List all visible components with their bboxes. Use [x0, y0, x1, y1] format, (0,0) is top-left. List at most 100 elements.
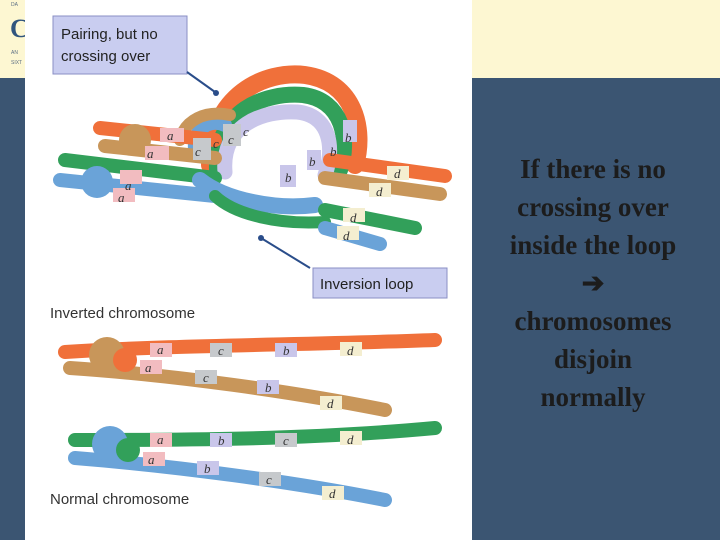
- gene-label: d: [343, 228, 350, 243]
- caption-line: chromosomes: [514, 306, 672, 336]
- callout-pointer-line: [186, 71, 216, 93]
- gene-band-pink: [150, 343, 172, 357]
- caption-line: disjoin: [553, 344, 633, 374]
- gene-label: a: [145, 360, 152, 375]
- chromatid-blue: [68, 451, 392, 507]
- left-accent-strip: [0, 78, 25, 540]
- gene-band-pink: [150, 433, 172, 447]
- gene-label: a: [167, 128, 174, 143]
- inversion-loop-label: Inversion loop: [320, 276, 413, 293]
- gene-label: b: [265, 380, 272, 395]
- gene-label: a: [147, 146, 154, 161]
- centromere-tan: [119, 124, 151, 156]
- pairing-callout-line: crossing over: [61, 48, 150, 65]
- university-logo: DA C AN SIXT: [0, 0, 25, 78]
- pairing-callout-box: [52, 15, 188, 75]
- arm-green-right: [318, 203, 422, 235]
- gene-label: c: [203, 370, 209, 385]
- gene-label: c: [228, 132, 234, 147]
- gene-band-cream: [337, 226, 359, 240]
- gene-label: c: [218, 343, 224, 358]
- gene-band-gray: [259, 472, 281, 486]
- logo-text-line: SIXT: [11, 60, 23, 66]
- gene-label: c: [266, 472, 272, 487]
- gene-band-gray: [210, 343, 232, 357]
- gene-label: a: [157, 342, 164, 357]
- gene-band-cream: [322, 486, 344, 500]
- logo-text-line: AN: [11, 50, 18, 56]
- caption-line: crossing over: [517, 192, 669, 222]
- gene-label: b: [330, 144, 337, 159]
- centromere-orange: [113, 348, 137, 372]
- swoop-blue: [192, 172, 323, 215]
- gene-band-pink: [140, 360, 162, 374]
- callout-pointer-line: [260, 237, 311, 269]
- gene-label: a: [125, 178, 132, 193]
- arm-green-left: [58, 153, 222, 185]
- gene-label: c: [243, 124, 249, 139]
- gene-label: a: [157, 432, 164, 447]
- gene-label: b: [345, 130, 352, 145]
- gene-label: b: [283, 343, 290, 358]
- gene-band-cream: [320, 396, 342, 410]
- gene-band-lavender: [275, 343, 297, 357]
- paired-chromosomes-with-loop: a a a a c c c c b b b b d d d d: [53, 65, 452, 251]
- gene-label: d: [329, 486, 336, 501]
- gene-label: b: [309, 154, 316, 169]
- gene-band-pink: [143, 452, 165, 466]
- gene-label: d: [347, 432, 354, 447]
- gene-label: d: [350, 210, 357, 225]
- normal-chromosome-label: Normal chromosome: [50, 491, 189, 508]
- gene-band-cream: [343, 208, 365, 222]
- gene-band-lavender: [280, 165, 296, 187]
- gene-band-cream: [340, 342, 362, 356]
- gene-band-gray: [275, 433, 297, 447]
- gene-label: c: [283, 433, 289, 448]
- gene-label: b: [218, 433, 225, 448]
- gene-band-cream: [340, 431, 362, 445]
- logo-glyph: C: [10, 14, 25, 43]
- callout-pointer-dot: [258, 235, 264, 241]
- inversion-loop-figure: Pairing, but no crossing over: [25, 0, 472, 540]
- gene-band-pink: [160, 128, 184, 142]
- gene-band-gray: [195, 370, 217, 384]
- caption-line: If there is no: [520, 154, 666, 184]
- gene-band-lavender: [197, 461, 219, 475]
- gene-label: a: [148, 452, 155, 467]
- gene-label: d: [327, 396, 334, 411]
- centromere-blue: [81, 166, 113, 198]
- inverted-chromosome-label: Inverted chromosome: [50, 305, 195, 322]
- gene-label: c: [195, 144, 201, 159]
- callout-pointer-dot: [213, 90, 219, 96]
- inversion-loop-callout-box: [312, 267, 448, 299]
- gene-band-gray: [193, 138, 211, 160]
- gene-label: c: [213, 136, 219, 151]
- gene-band-pink: [145, 146, 169, 160]
- figure-canvas: Pairing, but no crossing over: [50, 15, 452, 508]
- normal-chromosome-pair: a b c d a b c d: [68, 421, 442, 507]
- gene-band-cream: [387, 166, 409, 180]
- gene-band-lavender: [343, 120, 357, 142]
- gene-label: d: [394, 166, 401, 181]
- caption-line: normally: [540, 382, 646, 412]
- gene-band-pink: [120, 170, 142, 184]
- gene-band-lavender: [257, 380, 279, 394]
- gene-label: d: [376, 184, 383, 199]
- logo-text-line: DA: [11, 2, 18, 8]
- gene-label: d: [347, 343, 354, 358]
- gene-label: a: [118, 190, 125, 205]
- inverted-chromosome-pair: a c b d a c b d: [58, 333, 442, 417]
- gene-label: b: [285, 170, 292, 185]
- slide-caption: If there is no crossing over inside the …: [478, 150, 708, 416]
- centromere-green: [116, 438, 140, 462]
- gene-band-lavender: [210, 433, 232, 447]
- gene-band-gray: [223, 124, 241, 146]
- gene-band-pink: [113, 188, 135, 202]
- gene-label: b: [204, 461, 211, 476]
- gene-band-cream: [369, 183, 391, 197]
- swoop-green: [209, 190, 331, 229]
- gene-band-lavender: [307, 150, 321, 170]
- pairing-callout-line: Pairing, but no: [61, 26, 158, 43]
- arrow-right-icon: ➔: [581, 268, 605, 298]
- caption-line: inside the loop: [509, 230, 677, 260]
